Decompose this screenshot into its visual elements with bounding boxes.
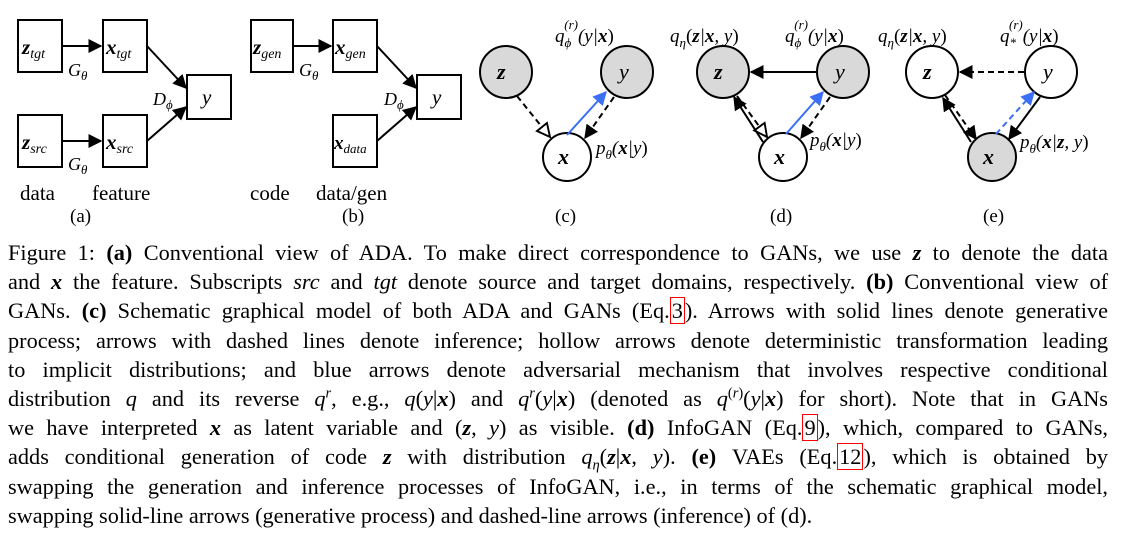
svg-text:Gθ: Gθ: [68, 154, 88, 177]
panel-a-label: (a): [70, 206, 91, 227]
node-x-e: [967, 132, 1017, 182]
caption-line-10: swapping solid-line arrows (generative p…: [8, 502, 813, 528]
svg-text:x: x: [773, 144, 785, 169]
caption-line-8: adds conditional generation of code z wi…: [8, 443, 1108, 474]
box-y-a: [186, 74, 232, 120]
svg-text:Gθ: Gθ: [68, 60, 88, 83]
node-z-e: [905, 45, 959, 99]
figure-label: Figure 1:: [8, 240, 95, 265]
node-z-d: [696, 45, 750, 99]
panel-a-caption-feature: feature: [92, 181, 150, 205]
svg-text:z: z: [922, 59, 932, 84]
panel-c-label: (c): [555, 206, 576, 227]
caption-line-6: distribution q and its reverse qr, e.g.,…: [8, 385, 1108, 412]
panel-b-caption-code: code: [250, 181, 290, 205]
svg-text:qϕ(r)(y|x): qϕ(r)(y|x): [785, 17, 844, 50]
svg-text:pθ(x|y): pθ(x|y): [594, 138, 648, 162]
svg-text:y: y: [617, 59, 629, 84]
svg-text:y: y: [430, 85, 442, 109]
caption-line-9: swapping the generation and inference pr…: [8, 473, 1108, 499]
caption-line-2: and x the feature. Subscripts src and tg…: [8, 269, 1109, 295]
panel-c: qϕ(r)(y|x) z y x pθ(x|y) (c): [479, 17, 654, 227]
svg-text:x: x: [557, 144, 569, 169]
panel-e-label: (e): [983, 206, 1004, 227]
eq-ref-12[interactable]: 12: [837, 443, 864, 471]
svg-text:z: z: [713, 59, 723, 84]
panel-b-label: (b): [342, 206, 364, 227]
svg-text:Dϕ: Dϕ: [152, 89, 173, 112]
node-y-d: [816, 45, 870, 99]
caption-line-3: GANs. (c) Schematic graphical model of b…: [8, 297, 1108, 325]
box-y-b: [416, 74, 462, 120]
panel-d: qη(z|x, y) qϕ(r)(y|x) z y x pθ(x|y) (d): [670, 17, 870, 227]
figure-caption: Figure 1: (a) Conventional view of ADA. …: [8, 238, 1108, 530]
box-z-src: [17, 114, 63, 168]
box-x-src: [102, 114, 148, 168]
node-y-c: [600, 45, 654, 99]
caption-line-7: we have interpreted x as latent variable…: [8, 414, 1108, 442]
node-z-c: [479, 45, 533, 99]
panel-b: zgen xgen Gθ xdata y Dϕ code data/gen (b…: [250, 19, 462, 227]
box-z-tgt: [17, 19, 63, 73]
caption-line-5: to implicit distributions; and blue arro…: [8, 356, 1108, 382]
eq-ref-3[interactable]: 3: [669, 297, 685, 325]
figure-1-diagram: ztgt xtgt Gθ zsrc xsrc Gθ y Dϕ data feat…: [17, 17, 1089, 227]
node-y-e: [1024, 45, 1078, 99]
svg-text:y: y: [200, 85, 212, 109]
svg-text:pθ(x|y): pθ(x|y): [808, 130, 862, 154]
svg-text:pθ(x|z, y): pθ(x|z, y): [1018, 132, 1089, 156]
svg-text:y: y: [1041, 59, 1053, 84]
panel-a-caption-data: data: [20, 181, 56, 205]
caption-line-1: Figure 1: (a) Conventional view of ADA. …: [8, 240, 1108, 265]
box-x-gen: [332, 19, 378, 73]
svg-text:Dϕ: Dϕ: [383, 89, 404, 112]
eq-ref-9[interactable]: 9: [802, 414, 818, 442]
caption-line-4: process; arrows with dashed lines denote…: [8, 327, 1108, 353]
node-x-c: [542, 132, 592, 182]
svg-text:z: z: [496, 59, 506, 84]
panel-e: qη(z|x, y) q*(r)(y|x) z y x pθ(x|z, y) (…: [878, 17, 1089, 227]
svg-text:Gθ: Gθ: [299, 60, 319, 83]
panel-b-caption-datagen: data/gen: [316, 181, 388, 205]
node-x-d: [758, 132, 808, 182]
svg-text:qϕ(r)(y|x): qϕ(r)(y|x): [555, 17, 614, 50]
svg-text:y: y: [833, 59, 845, 84]
svg-text:x: x: [982, 144, 994, 169]
panel-d-label: (d): [770, 206, 792, 227]
panel-a: ztgt xtgt Gθ zsrc xsrc Gθ y Dϕ data feat…: [17, 19, 232, 227]
